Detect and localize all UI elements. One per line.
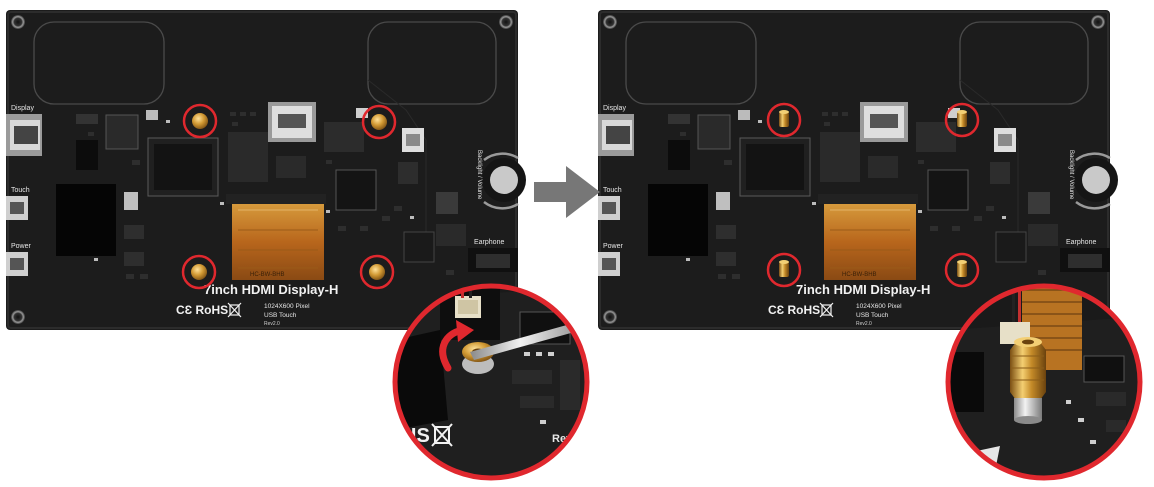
standoff-top-left [766,102,802,138]
flex-marking: HC-BW-BHB [842,272,877,278]
resolution-label: 1024X600 Pixel [264,303,310,310]
power-port-label: Power [603,243,624,250]
standoff-top-right [361,104,397,140]
standoff-top-left [182,103,218,139]
cert-marks: CƐ RoHS [176,303,228,317]
backlight-volume-label: Backlight / Volume [476,150,482,200]
standoff-bottom-right [359,254,395,290]
cert-marks: CƐ RoHS [768,303,820,317]
display-port-label: Display [603,105,626,112]
resolution-label: 1024X600 Pixel [856,303,902,310]
standoff-bottom-left [766,252,802,288]
usb-touch-label: USB Touch [264,312,297,319]
revision-label: Rev2.0 [856,321,872,327]
right-board: Display Touch Power Backlight / Volume E… [596,8,1120,332]
earphone-label: Earphone [474,239,504,246]
standoff-bottom-left [181,254,217,290]
usb-touch-label: USB Touch [856,312,889,319]
revision-label: Rev2.0 [264,321,280,327]
arrow-right-icon [534,166,600,218]
left-board: Display Touch Power Backlight / Volume E… [4,8,528,332]
backlight-volume-label: Backlight / Volume [1068,150,1074,200]
standoff-bottom-right [944,252,980,288]
power-port-label: Power [11,243,32,250]
weee-icon [227,302,242,318]
standoff-top-right [944,102,980,138]
weee-icon [819,302,834,318]
display-port-label: Display [11,105,34,112]
touch-port-label: Touch [11,187,30,194]
flex-marking: HC-BW-BHB [250,272,285,278]
board-title: 7inch HDMI Display-H [796,282,930,297]
board-title: 7inch HDMI Display-H [204,282,338,297]
earphone-label: Earphone [1066,239,1096,246]
zoom-callout-left: HS Rev [392,283,590,481]
weee-icon [431,423,453,447]
zoom-callout-right [945,283,1143,481]
rotate-arrow-icon [439,320,474,372]
touch-port-label: Touch [603,187,622,194]
